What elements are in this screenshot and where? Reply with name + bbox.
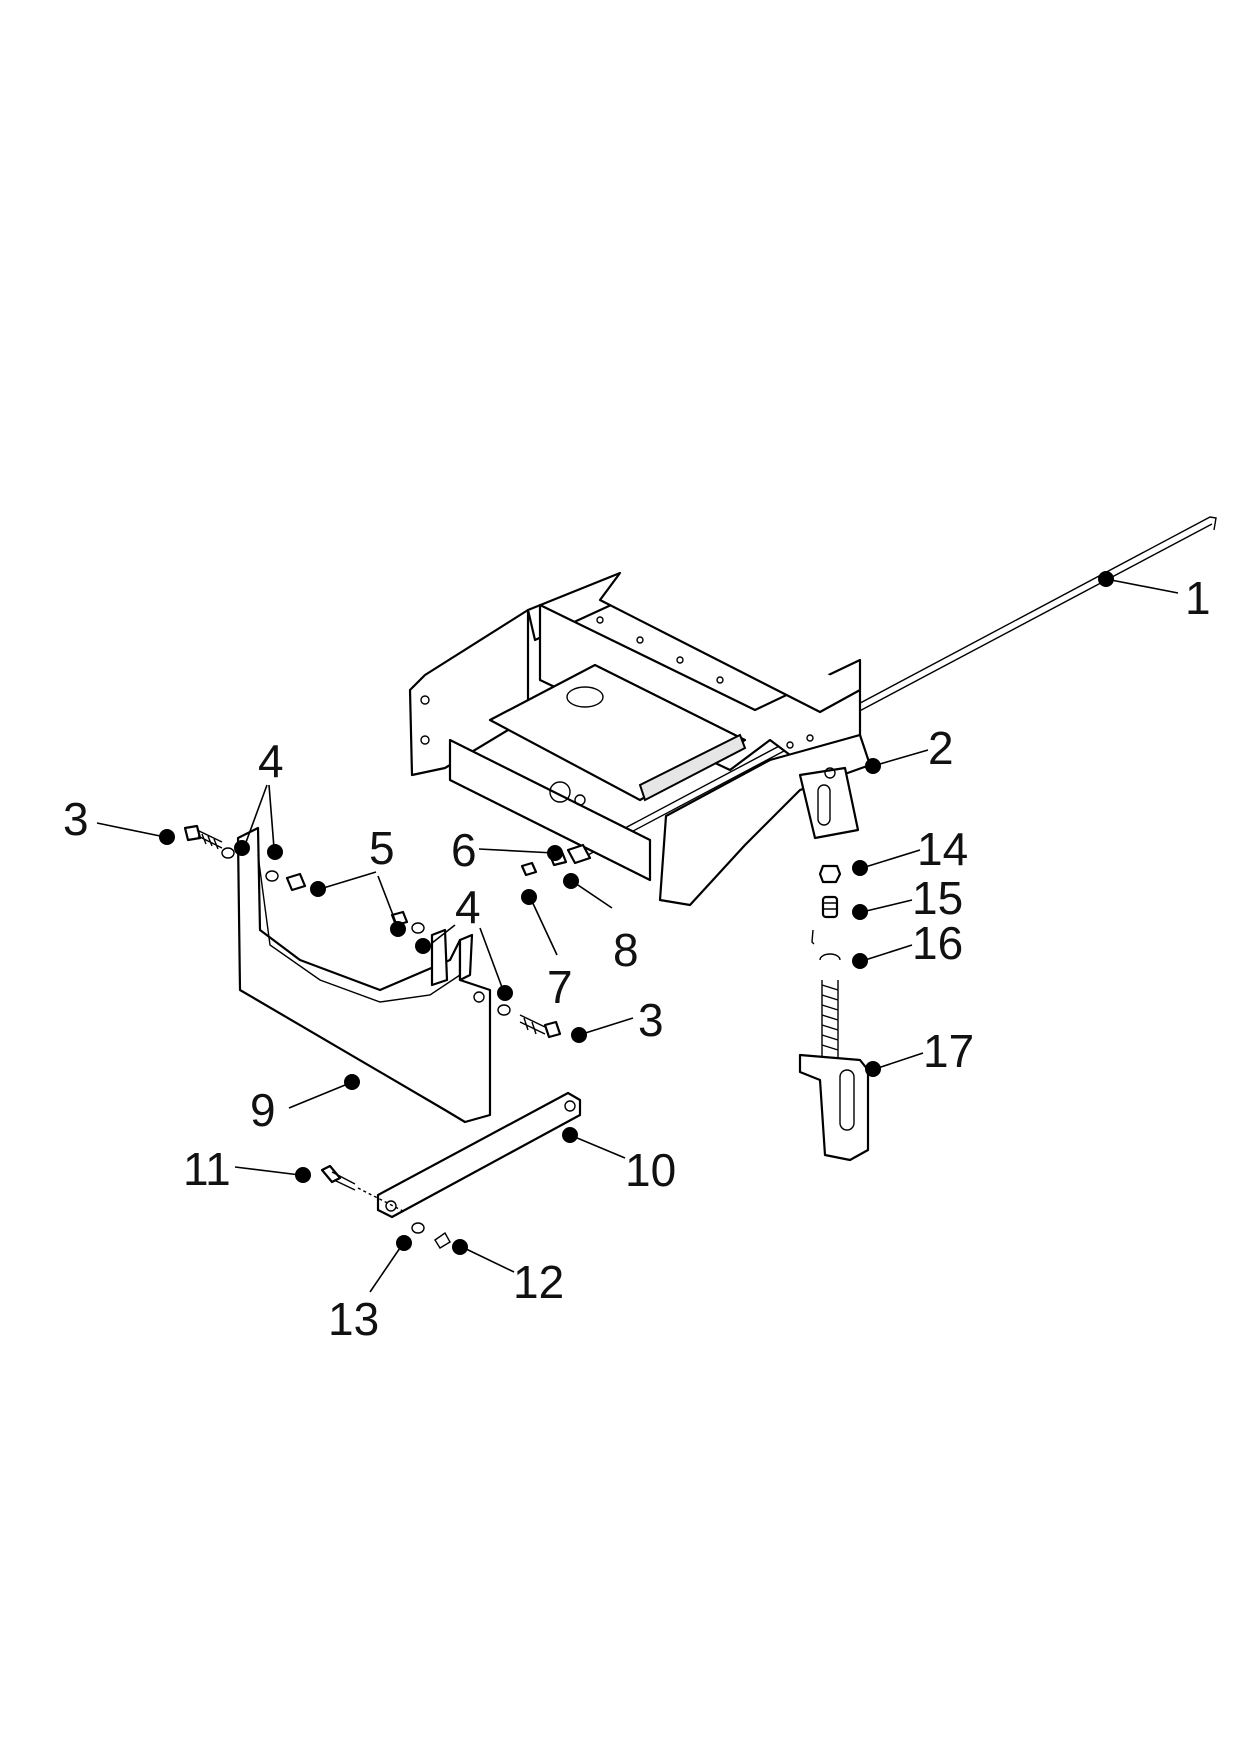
callout-6: 6	[451, 824, 563, 876]
callout-5: 5	[310, 822, 406, 937]
callout-12: 12	[452, 1239, 564, 1308]
callout-16-label: 16	[912, 917, 963, 969]
callout-2: 2	[865, 722, 954, 774]
part-main-frame	[408, 571, 872, 907]
callout-4b-label: 4	[455, 881, 481, 933]
callout-11-label: 11	[183, 1143, 231, 1195]
callout-14-label: 14	[917, 823, 968, 875]
callout-6-label: 6	[451, 824, 477, 876]
callout-11: 11	[183, 1143, 311, 1195]
callout-14: 14	[852, 823, 968, 876]
callout-16: 16	[852, 917, 963, 969]
callout-10-label: 10	[625, 1144, 676, 1196]
callout-13: 13	[328, 1235, 412, 1345]
callout-3a: 3	[63, 793, 175, 845]
callout-8-label: 8	[613, 924, 639, 976]
callout-9: 9	[250, 1074, 360, 1136]
callout-4b: 4	[415, 881, 513, 1001]
callout-9-label: 9	[250, 1084, 276, 1136]
callout-5-label: 5	[369, 822, 395, 874]
callout-3a-label: 3	[63, 793, 89, 845]
callout-3b-label: 3	[638, 994, 664, 1046]
callout-7: 7	[521, 889, 573, 1013]
part-u-bracket	[236, 826, 492, 1124]
callout-8: 8	[563, 873, 639, 976]
callout-12-label: 12	[513, 1256, 564, 1308]
callout-2-label: 2	[928, 722, 954, 774]
part-link-bar	[376, 1091, 582, 1219]
callout-4a: 4	[234, 735, 284, 860]
callout-17-label: 17	[923, 1025, 974, 1077]
callout-13-label: 13	[328, 1293, 379, 1345]
callout-3b: 3	[571, 994, 664, 1046]
callout-15-label: 15	[912, 872, 963, 924]
callout-10: 10	[562, 1127, 676, 1196]
hardware	[183, 824, 842, 1249]
callout-4a-label: 4	[258, 735, 284, 787]
callout-7-label: 7	[547, 961, 573, 1013]
callout-15: 15	[852, 872, 963, 924]
callout-1-label: 1	[1185, 572, 1211, 624]
part-adjuster	[798, 980, 870, 1162]
callout-17: 17	[865, 1025, 974, 1077]
callout-1: 1	[1098, 571, 1211, 624]
